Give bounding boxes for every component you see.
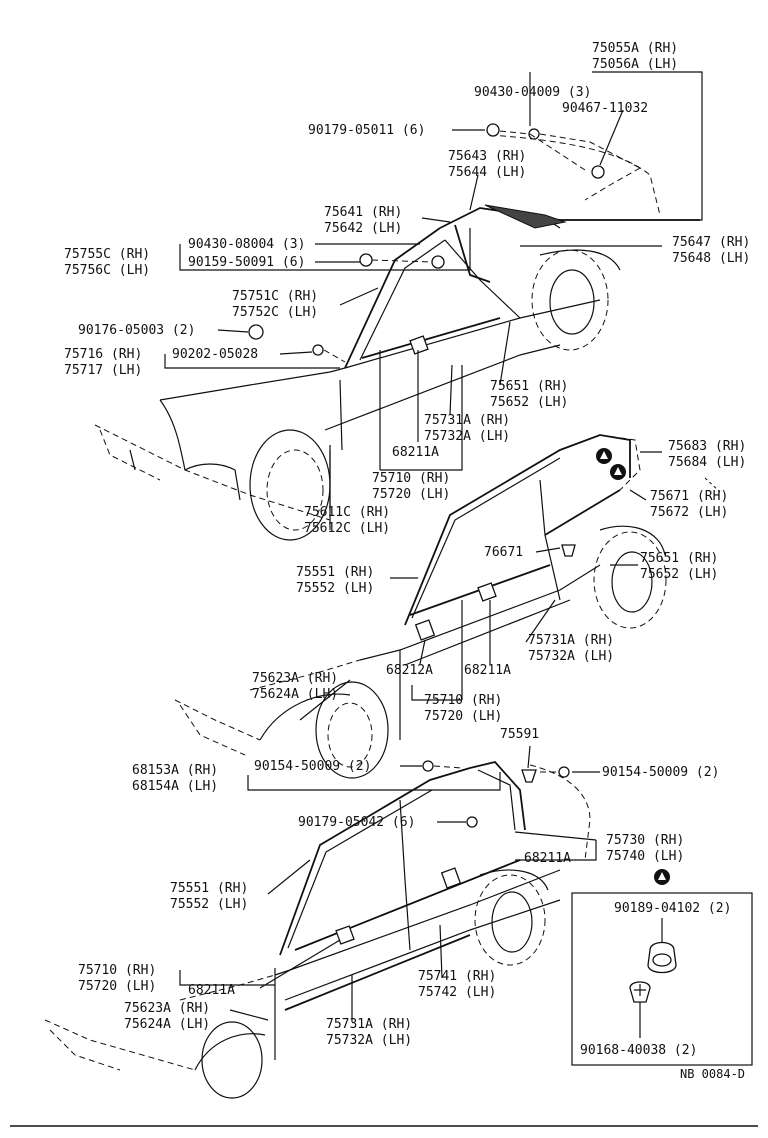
bottom-car-drawing: [44, 760, 670, 1099]
label-75552-bottom: 75552 (LH): [170, 897, 248, 912]
label-75624a-bottom: 75624A (LH): [124, 1017, 210, 1032]
label-75752c: 75752C (LH): [232, 305, 318, 320]
label-75751c: 75751C (RH): [232, 289, 318, 304]
mid-labels: 75683 (RH) 75684 (LH) 75671 (RH) 75672 (…: [252, 439, 746, 724]
label-75683: 75683 (RH): [668, 439, 746, 454]
label-75731a-bottom: 75731A (RH): [326, 1017, 412, 1032]
mid-car-drawing: [174, 434, 721, 779]
label-75756c: 75756C (LH): [64, 263, 150, 278]
label-75731a: 75731A (RH): [424, 413, 510, 428]
label-90168-40038: 90168-40038 (2): [580, 1043, 697, 1058]
top-labels: 75055A (RH) 75056A (LH) 90430-04009 (3) …: [64, 41, 750, 536]
label-75710-mid: 75710 (RH): [424, 693, 502, 708]
label-75740: 75740 (LH): [606, 849, 684, 864]
label-75731a-mid: 75731A (RH): [528, 633, 614, 648]
label-90159-50091: 90159-50091 (6): [188, 255, 305, 270]
label-90430-04009: 90430-04009 (3): [474, 85, 591, 100]
label-75644: 75644 (LH): [448, 165, 526, 180]
label-75742: 75742 (LH): [418, 985, 496, 1000]
label-75720-bottom: 75720 (LH): [78, 979, 156, 994]
label-68153a: 68153A (RH): [132, 763, 218, 778]
bottom-leaders: [179, 745, 600, 1022]
label-75651-mid: 75651 (RH): [640, 551, 718, 566]
label-75720-mid: 75720 (LH): [424, 709, 502, 724]
mid-leaders: [299, 451, 662, 721]
label-90430-08004: 90430-08004 (3): [188, 237, 305, 252]
label-75710: 75710 (RH): [372, 471, 450, 486]
label-90189-04102: 90189-04102 (2): [614, 901, 731, 916]
label-90176-05003: 90176-05003 (2): [78, 323, 195, 338]
label-75717: 75717 (LH): [64, 363, 142, 378]
label-75648: 75648 (LH): [672, 251, 750, 266]
fastener-inset: 90189-04102 (2) 90168-40038 (2): [571, 892, 753, 1066]
label-76671: 76671: [484, 545, 523, 560]
bottom-labels: 75591 68153A (RH) 68154A (LH) 90154-5000…: [78, 727, 719, 1048]
label-90179-05011: 90179-05011 (6): [308, 123, 425, 138]
label-75652-mid: 75652 (LH): [640, 567, 718, 582]
label-75624a: 75624A (LH): [252, 687, 338, 702]
label-90154-50009-left: 90154-50009 (2): [254, 759, 371, 774]
label-75732a: 75732A (LH): [424, 429, 510, 444]
label-75647: 75647 (RH): [672, 235, 750, 250]
label-90467-11032: 90467-11032: [562, 101, 648, 116]
label-90154-50009-right: 90154-50009 (2): [602, 765, 719, 780]
label-75642: 75642 (LH): [324, 221, 402, 236]
label-90179-05042: 90179-05042 (6): [298, 815, 415, 830]
label-75552: 75552 (LH): [296, 581, 374, 596]
label-75710-bottom: 75710 (RH): [78, 963, 156, 978]
label-75755c: 75755C (RH): [64, 247, 150, 262]
label-75720: 75720 (LH): [372, 487, 450, 502]
label-68154a: 68154A (LH): [132, 779, 218, 794]
label-75623a: 75623A (RH): [252, 671, 338, 686]
label-75732a-mid: 75732A (LH): [528, 649, 614, 664]
label-75716: 75716 (RH): [64, 347, 142, 362]
label-75643: 75643 (RH): [448, 149, 526, 164]
label-75730: 75730 (RH): [606, 833, 684, 848]
label-75671: 75671 (RH): [650, 489, 728, 504]
label-75684: 75684 (LH): [668, 455, 746, 470]
label-75641: 75641 (RH): [324, 205, 402, 220]
top-leaders: [164, 71, 703, 510]
label-68211a-mid: 68211A: [464, 663, 511, 678]
label-75611c: 75611C (RH): [304, 505, 390, 520]
label-68212a: 68212A: [386, 663, 433, 678]
label-75551-bottom: 75551 (RH): [170, 881, 248, 896]
label-75551: 75551 (RH): [296, 565, 374, 580]
label-75732a-bottom: 75732A (LH): [326, 1033, 412, 1048]
label-75591: 75591: [500, 727, 539, 742]
label-75623a-bottom: 75623A (RH): [124, 1001, 210, 1016]
label-68211a-bottom-top: 68211A: [524, 851, 571, 866]
label-75612c: 75612C (LH): [304, 521, 390, 536]
diagram-code: NB 0084-D: [680, 1067, 745, 1081]
label-75672: 75672 (LH): [650, 505, 728, 520]
label-90202-05028: 90202-05028: [172, 347, 258, 362]
label-75652: 75652 (LH): [490, 395, 568, 410]
label-75055a: 75055A (RH): [592, 41, 678, 56]
label-68211a-bottom: 68211A: [188, 983, 235, 998]
label-75741: 75741 (RH): [418, 969, 496, 984]
label-75056a: 75056A (LH): [592, 57, 678, 72]
label-75651: 75651 (RH): [490, 379, 568, 394]
label-68211a: 68211A: [392, 445, 439, 460]
